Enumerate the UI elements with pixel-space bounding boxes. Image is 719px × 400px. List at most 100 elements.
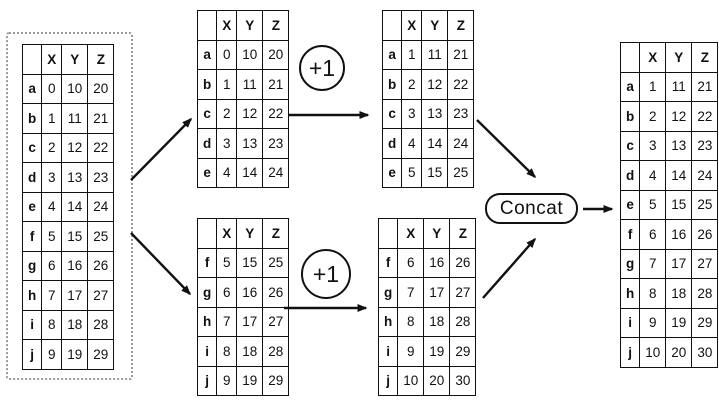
column-header: Y	[665, 42, 693, 73]
cell-value: 24	[447, 128, 475, 159]
cell-value: 10	[397, 365, 425, 396]
cell-value: 2	[639, 101, 667, 132]
cell-value: 13	[665, 130, 693, 161]
row-label: g	[196, 277, 218, 308]
cell-value: 17	[236, 306, 264, 337]
cell-value: 7	[397, 277, 425, 308]
cell-value: 19	[423, 336, 451, 367]
cell-value: 16	[61, 250, 89, 281]
increment-operator-bottom: +1	[301, 249, 351, 299]
cell-value: 1	[216, 69, 238, 100]
cell-value: 9	[397, 336, 425, 367]
row-label: f	[377, 247, 399, 278]
cell-value: 18	[665, 278, 693, 309]
row-label: a	[381, 39, 403, 70]
row-label: g	[21, 250, 43, 281]
row-label: c	[381, 98, 403, 129]
row-label: e	[619, 189, 641, 220]
cell-value: 21	[262, 69, 290, 100]
cell-value: 2	[401, 69, 423, 100]
cell-value: 13	[61, 162, 89, 193]
cell-value: 18	[423, 306, 451, 337]
row-label: c	[619, 130, 641, 161]
cell-value: 12	[61, 132, 89, 163]
cell-value: 22	[447, 69, 475, 100]
arrow-incremented-top-to-concat	[476, 119, 537, 179]
cell-value: 27	[691, 248, 719, 279]
row-label: g	[619, 248, 641, 279]
cell-value: 12	[236, 98, 264, 129]
cell-value: 15	[421, 157, 449, 188]
cell-value: 28	[691, 278, 719, 309]
row-label: i	[196, 336, 218, 367]
column-header: X	[216, 218, 238, 249]
row-label: d	[381, 128, 403, 159]
column-header: Y	[421, 10, 449, 41]
cell-value: 1	[401, 39, 423, 70]
column-header: Y	[236, 10, 264, 41]
cell-value: 9	[639, 307, 667, 338]
cell-value: 12	[665, 101, 693, 132]
cell-value: 8	[397, 306, 425, 337]
cell-value: 25	[87, 221, 115, 252]
row-label: b	[21, 103, 43, 134]
cell-value: 6	[41, 250, 63, 281]
cell-value: 16	[236, 277, 264, 308]
cell-value: 22	[87, 132, 115, 163]
cell-value: 4	[41, 191, 63, 222]
row-label: h	[619, 278, 641, 309]
cell-value: 1	[41, 103, 63, 134]
cell-value: 17	[665, 248, 693, 279]
row-label: g	[377, 277, 399, 308]
cell-value: 11	[61, 103, 89, 134]
cell-value: 7	[41, 280, 63, 311]
cell-value: 4	[639, 160, 667, 191]
column-header: X	[397, 218, 425, 249]
arrow-source-to-split-bottom	[130, 232, 192, 296]
cell-value: 1	[639, 71, 667, 102]
cell-value: 4	[216, 157, 238, 188]
arrow-source-to-split-top	[130, 117, 193, 181]
cell-value: 5	[41, 221, 63, 252]
row-label: i	[21, 309, 43, 340]
cell-value: 29	[691, 307, 719, 338]
cell-value: 5	[401, 157, 423, 188]
cell-value: 5	[216, 247, 238, 278]
cell-value: 19	[665, 307, 693, 338]
row-label: d	[619, 160, 641, 191]
cell-value: 29	[87, 339, 115, 370]
cell-value: 8	[216, 336, 238, 367]
column-header: X	[216, 10, 238, 41]
cell-value: 8	[639, 278, 667, 309]
cell-value: 23	[691, 130, 719, 161]
cell-value: 10	[61, 73, 89, 104]
cell-value: 18	[236, 336, 264, 367]
increment-operator-top: +1	[299, 45, 345, 91]
cell-value: 21	[691, 71, 719, 102]
